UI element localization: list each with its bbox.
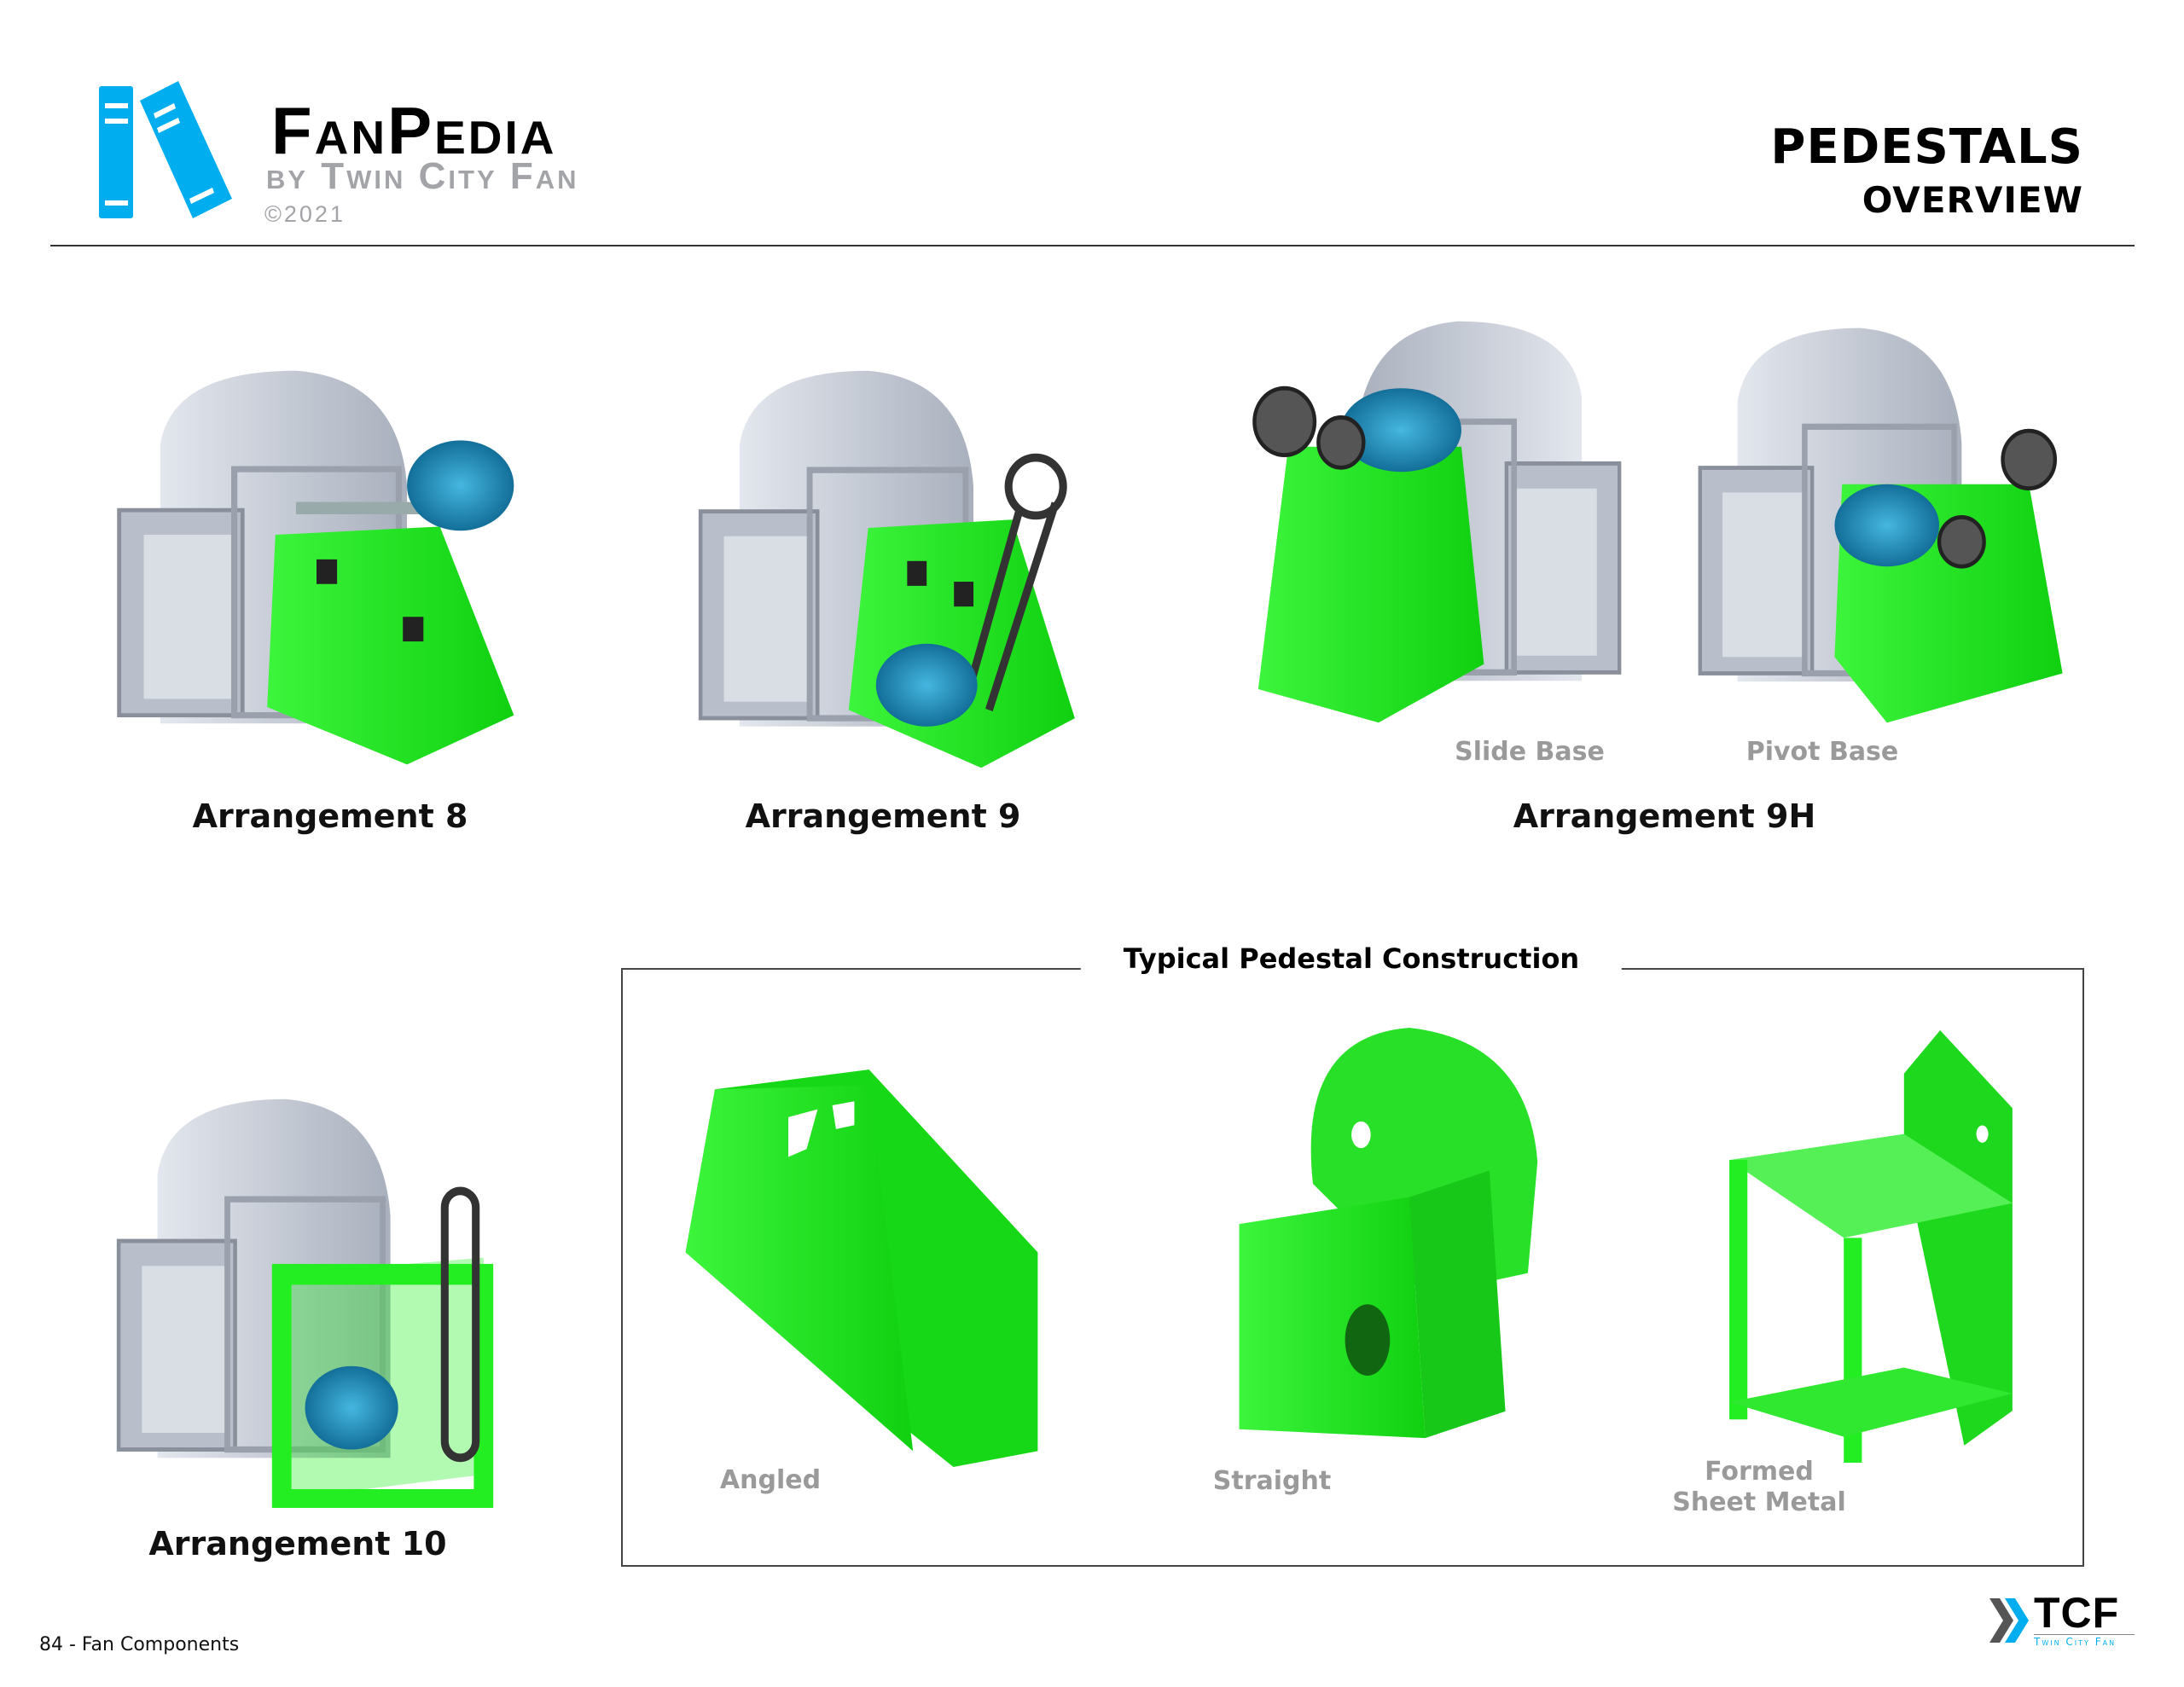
formed-label: Formed: [1705, 1457, 1814, 1487]
slide-base-label: Slide Base: [1455, 737, 1605, 767]
logo-copyright: ©2021: [264, 201, 346, 227]
sheet-metal-label: Sheet Metal: [1672, 1487, 1846, 1517]
arrangement-9-illustration: [693, 362, 1075, 768]
page-title: PEDESTALS: [1770, 119, 2083, 175]
tcf-chevron-icon: [1989, 1598, 2029, 1643]
logo-subtitle: by Twin City Fan: [266, 155, 579, 197]
arrangement-9h-label: Arrangement 9H: [1513, 797, 1816, 835]
page-footer-label: 84 - Fan Components: [39, 1634, 240, 1655]
logo-title: FanPedia: [271, 93, 557, 168]
formed-sheet-metal-pedestal-illustration: [1729, 1030, 2013, 1463]
arrangement-10-label: Arrangement 10: [148, 1525, 447, 1562]
angled-pedestal-illustration: [685, 1070, 1038, 1467]
arrangement-9h-pivot-base-illustration: [1693, 320, 2063, 723]
straight-pedestal-illustration: [1239, 1028, 1538, 1439]
straight-label: Straight: [1212, 1466, 1332, 1496]
fanpedia-books-logo-icon: [99, 81, 232, 218]
pedestal-construction-title: Typical Pedestal Construction: [1080, 942, 1623, 975]
pivot-base-label: Pivot Base: [1745, 737, 1899, 767]
tcf-logo-name: Twin City Fan: [2034, 1634, 2135, 1648]
arrangement-9-label: Arrangement 9: [745, 797, 1021, 835]
arrangement-10-illustration: [111, 1091, 494, 1508]
arrangement-9h-slide-base-illustration: [1252, 313, 1627, 723]
arrangement-8-illustration: [111, 362, 514, 765]
header-divider: [50, 245, 2135, 246]
angled-label: Angled: [719, 1465, 822, 1495]
arrangement-8-label: Arrangement 8: [192, 797, 468, 835]
page-subtitle: OVERVIEW: [1862, 179, 2083, 221]
tcf-logo-text: TCF: [2034, 1589, 2120, 1637]
